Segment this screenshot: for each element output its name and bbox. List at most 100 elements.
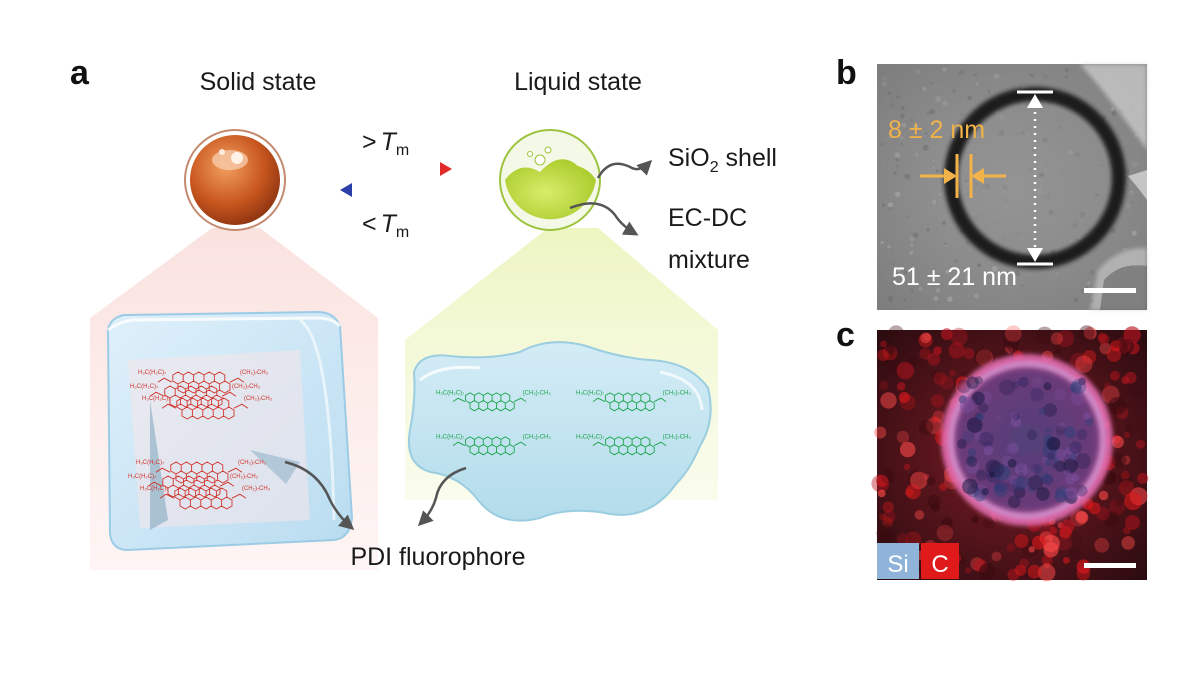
tem-grain: [935, 235, 941, 241]
liquid-blob: [408, 341, 712, 522]
diameter-arrowhead-bottom: [1027, 248, 1043, 262]
eds-silicon-signal: [1044, 458, 1052, 466]
eds-carbon-signal: [1083, 326, 1097, 340]
solid-pdi-molecule-1: H₃C(H₂C)₇(CH₂)₇CH₃: [138, 370, 269, 394]
eds-silicon-signal: [999, 379, 1015, 396]
eds-carbon-signal: [919, 348, 931, 360]
eds-silicon-signal: [1078, 377, 1086, 386]
tem-grain: [900, 267, 904, 270]
tem-grain: [942, 221, 946, 226]
tem-grain: [960, 112, 964, 116]
cool-label: <Tm: [362, 210, 409, 241]
eds-carbon-signal: [959, 556, 967, 564]
tem-grain: [895, 131, 898, 134]
eds-carbon-signal: [1043, 562, 1051, 569]
tem-grain: [888, 135, 891, 139]
eds-carbon-signal: [1049, 526, 1058, 535]
eds-silicon-signal: [1047, 452, 1055, 461]
solid-pdi-molecule-5: H₃C(H₂C)₇(CH₂)₇CH₃: [128, 474, 259, 498]
eds-carbon-signal: [1050, 332, 1064, 345]
eds-carbon-signal: [899, 394, 916, 411]
eds-carbon-signal: [1111, 435, 1124, 449]
eds-silicon-signal: [975, 469, 988, 481]
c-legend-swatch: [921, 543, 959, 579]
eds-silicon-signal: [994, 464, 1011, 481]
eds-carbon-signal: [1094, 537, 1110, 553]
eds-carbon-signal: [1098, 490, 1109, 501]
shell-thickness-label: 8 ± 2 nm: [888, 116, 985, 144]
eds-silicon-signal: [994, 483, 1008, 498]
mixture-label-line2: mixture: [668, 246, 750, 274]
tem-grain: [1000, 71, 1004, 74]
eds-carbon-signal: [1098, 333, 1110, 345]
eds-silicon-signal: [971, 391, 985, 405]
eds-carbon-signal: [880, 469, 895, 484]
eds-carbon-signal: [880, 532, 894, 545]
eds-silicon-signal: [1008, 443, 1019, 453]
tem-grain: [881, 75, 888, 82]
eds-carbon-signal: [948, 342, 965, 359]
eds-carbon-signal: [949, 369, 956, 377]
eds-carbon-signal: [1135, 439, 1145, 449]
eds-silicon-signal: [1083, 412, 1091, 420]
tem-grain: [914, 152, 919, 157]
eds-carbon-signal: [1125, 425, 1133, 433]
eds-silicon-signal: [1038, 407, 1046, 415]
eds-carbon-signal: [936, 524, 954, 542]
tem-grain: [947, 250, 953, 256]
panel-c-label: c: [836, 316, 855, 354]
eds-carbon-signal: [1076, 510, 1088, 523]
tem-grain: [909, 236, 915, 242]
tem-grain: [896, 126, 901, 131]
tem-grain: [930, 81, 934, 85]
liquid-pdi-molecule-3-left-substituent: H₃C(H₂C)₇: [436, 435, 464, 441]
solid-pdi-molecule-6-right-substituent: (CH₂)₇CH₃: [242, 486, 271, 492]
eds-carbon-signal: [931, 369, 942, 381]
eds-silicon-signal: [1027, 474, 1044, 491]
eds-carbon-signal: [1111, 452, 1127, 468]
tem-grain: [927, 237, 932, 242]
eds-carbon-signal: [971, 515, 979, 524]
tem-grain: [895, 157, 900, 162]
eds-carbon-signal: [908, 470, 926, 488]
eds-carbon-signal: [1115, 498, 1124, 507]
solid-pdi-molecule-4-right-substituent: (CH₂)₇CH₃: [238, 460, 267, 466]
tem-grain: [904, 173, 911, 180]
liquid-pdi-molecule-4-left-substituent: H₃C(H₂C)₇: [576, 435, 604, 441]
eds-silicon-signal: [1018, 471, 1025, 478]
tem-grain: [878, 140, 883, 145]
liquid-particle-icon: [499, 129, 601, 231]
eds-carbon-signal: [880, 392, 897, 409]
eds-silicon-signal: [978, 402, 989, 413]
eds-silicon-signal: [1006, 478, 1021, 493]
diameter-label: 51 ± 21 nm: [892, 263, 1017, 291]
eds-carbon-signal: [1137, 472, 1149, 484]
tem-grain: [1064, 75, 1068, 79]
eds-carbon-signal: [973, 348, 992, 367]
eds-carbon-signal: [933, 372, 947, 385]
eds-silicon-signal: [1055, 485, 1069, 499]
tem-grain: [880, 101, 884, 104]
eds-carbon-signal: [1014, 564, 1027, 576]
eds-carbon-signal: [1006, 340, 1019, 353]
eds-silicon-signal: [1064, 426, 1076, 439]
tem-grain: [900, 142, 903, 146]
tem-grain: [912, 232, 919, 239]
eds-silicon-signal: [1040, 472, 1050, 483]
eds-silicon-signal: [966, 417, 983, 433]
tem-grain: [880, 241, 884, 245]
eds-carbon-signal: [1078, 325, 1095, 341]
solid-pdi-molecule-5-left-substituent: H₃C(H₂C)₇: [128, 474, 156, 480]
tem-grain: [1125, 203, 1131, 209]
tem-grain: [924, 132, 928, 135]
eds-silicon-signal: [962, 478, 978, 495]
tm-symbol-bottom: T: [381, 210, 398, 238]
eds-carbon-signal: [939, 483, 947, 491]
eds-silicon-signal: [1007, 495, 1021, 509]
eds-carbon-signal: [1110, 340, 1122, 352]
eds-carbon-signal: [905, 484, 921, 500]
eds-carbon-signal: [950, 327, 968, 346]
eds-carbon-signal: [898, 392, 910, 403]
eds-carbon-signal: [924, 332, 931, 340]
tem-grain: [977, 263, 982, 268]
